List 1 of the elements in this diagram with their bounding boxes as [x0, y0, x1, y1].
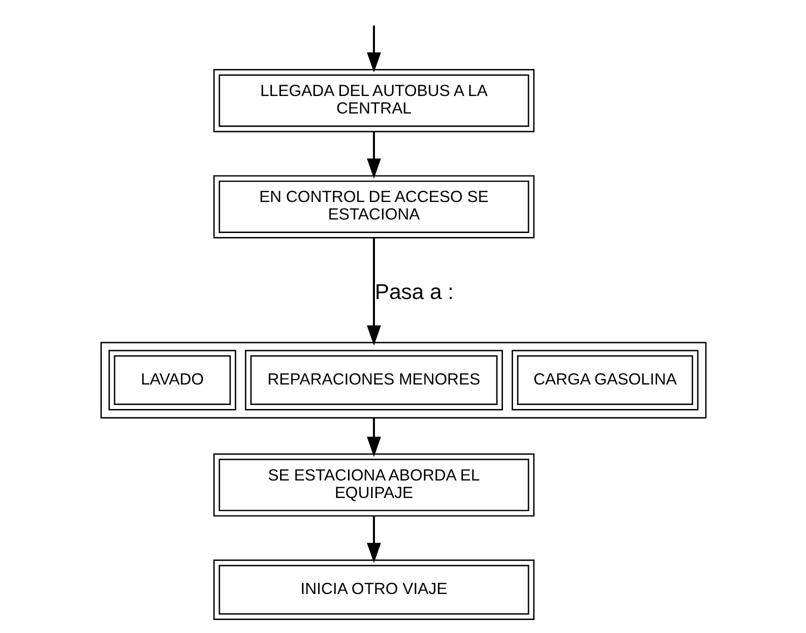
edge-label: Pasa a :: [374, 280, 454, 304]
